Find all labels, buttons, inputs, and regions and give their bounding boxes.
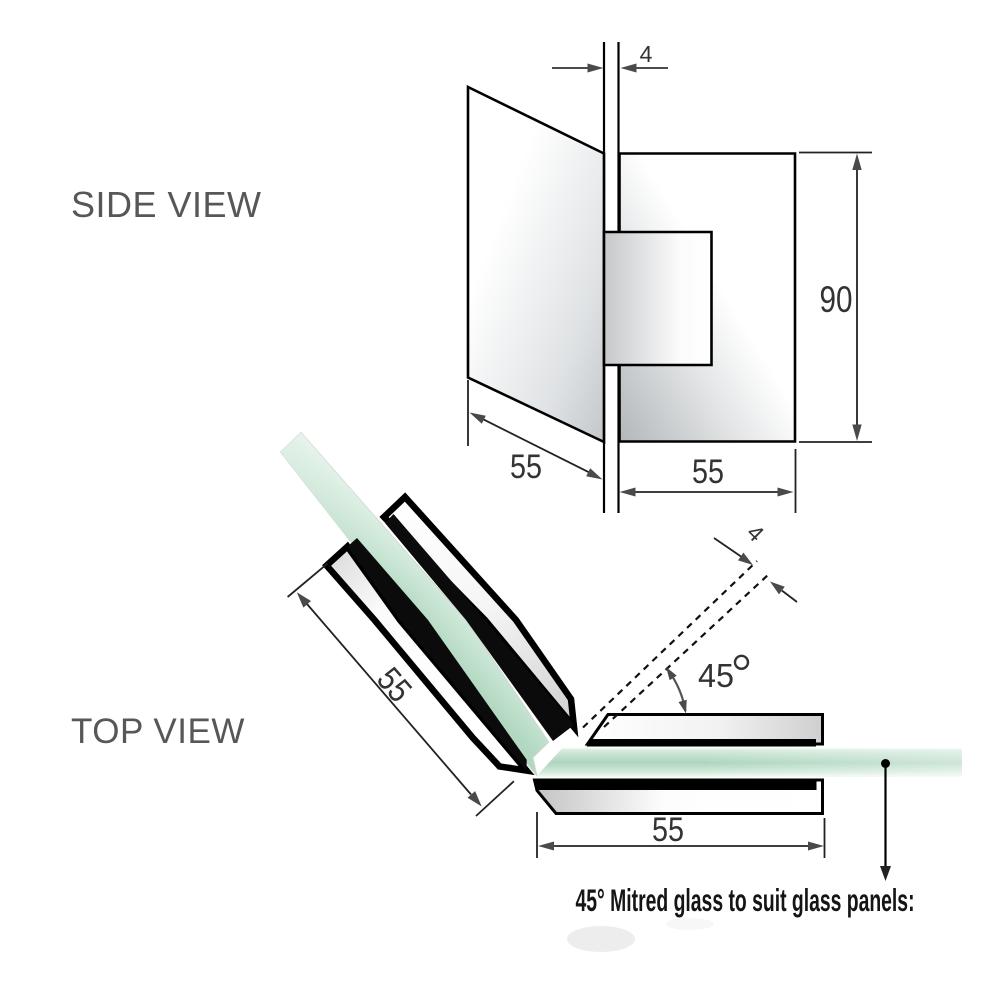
svg-text:SIDE VIEW: SIDE VIEW <box>71 184 262 225</box>
svg-text:4: 4 <box>640 41 653 67</box>
svg-text:45: 45 <box>698 657 734 694</box>
svg-text:45° Mitred glass to suit glass: 45° Mitred glass to suit glass panels: <box>576 882 915 918</box>
svg-text:90: 90 <box>820 279 853 320</box>
svg-text:TOP VIEW: TOP VIEW <box>71 712 245 751</box>
svg-text:55: 55 <box>652 811 684 849</box>
svg-text:55: 55 <box>692 453 724 491</box>
svg-text:55: 55 <box>510 448 542 486</box>
